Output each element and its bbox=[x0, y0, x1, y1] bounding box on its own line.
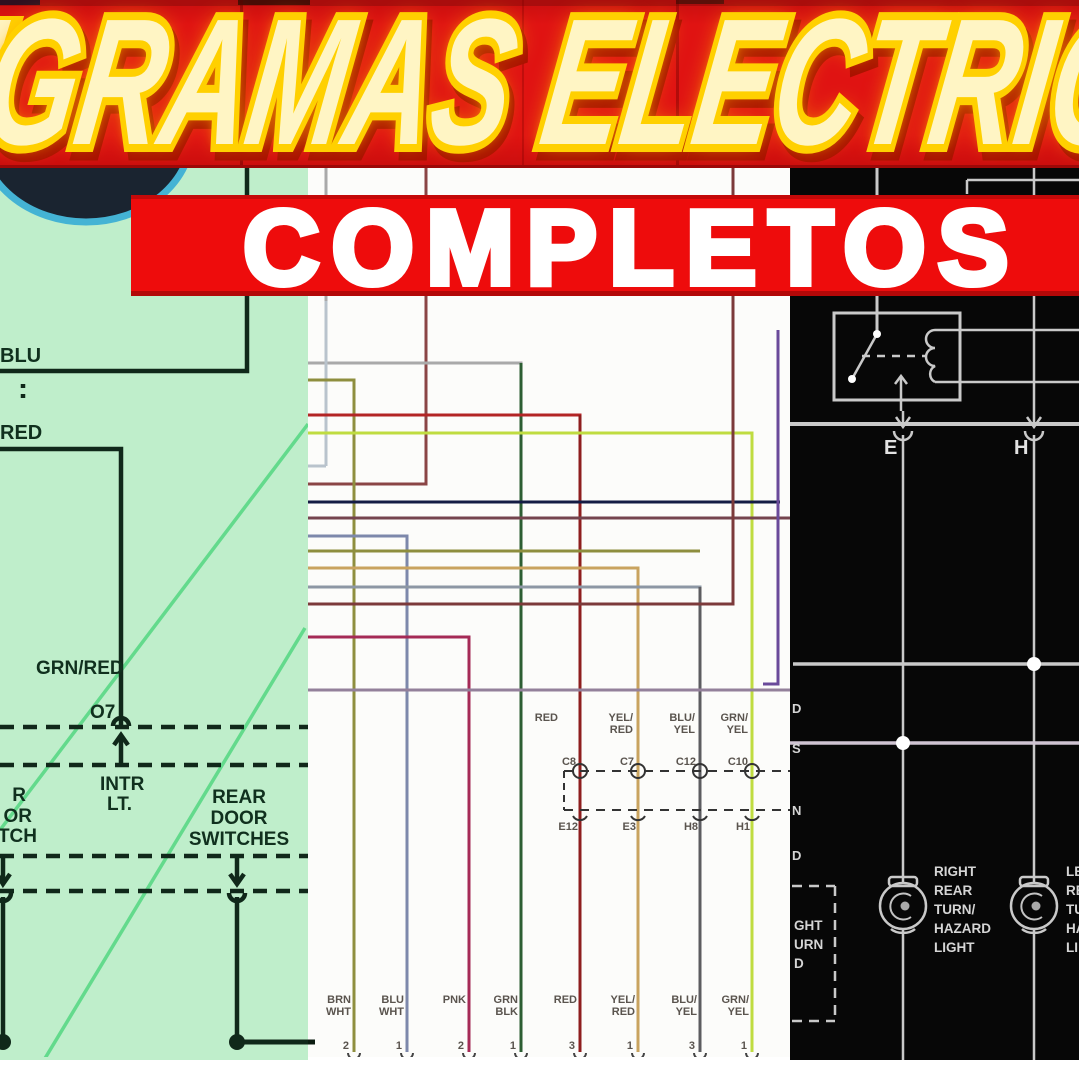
svg-text:BRN: BRN bbox=[327, 994, 351, 1006]
svg-text:N: N bbox=[792, 803, 801, 818]
svg-text:D: D bbox=[792, 848, 801, 863]
svg-text:1: 1 bbox=[510, 1040, 516, 1052]
svg-text:RIGHT: RIGHT bbox=[934, 864, 977, 879]
svg-text:OR: OR bbox=[4, 806, 33, 827]
svg-text:LI: LI bbox=[1066, 940, 1078, 955]
svg-text:H: H bbox=[1014, 437, 1028, 459]
svg-text:R: R bbox=[12, 785, 26, 806]
svg-text:GHT: GHT bbox=[794, 918, 823, 933]
svg-text:E: E bbox=[884, 437, 897, 459]
svg-text:TU: TU bbox=[1066, 902, 1079, 917]
svg-text:D: D bbox=[794, 956, 804, 971]
svg-text:TURN/: TURN/ bbox=[934, 902, 975, 917]
svg-text:RED: RED bbox=[610, 724, 633, 736]
svg-text:H8: H8 bbox=[684, 821, 698, 833]
svg-text:BLU: BLU bbox=[0, 345, 41, 367]
svg-text:RED: RED bbox=[554, 994, 577, 1006]
svg-text:E3: E3 bbox=[623, 821, 636, 833]
svg-text:BLU/: BLU/ bbox=[669, 712, 695, 724]
svg-text:RED: RED bbox=[0, 422, 42, 444]
svg-text:C7: C7 bbox=[620, 756, 634, 768]
svg-text:REAR: REAR bbox=[934, 883, 973, 898]
svg-text:YEL: YEL bbox=[727, 724, 749, 736]
svg-text:GRN/: GRN/ bbox=[722, 994, 750, 1006]
svg-text:URN: URN bbox=[794, 937, 823, 952]
svg-text:1: 1 bbox=[627, 1040, 633, 1052]
svg-text:LIGHT: LIGHT bbox=[934, 940, 975, 955]
svg-text:C12: C12 bbox=[676, 756, 696, 768]
svg-text:RED: RED bbox=[535, 712, 558, 724]
svg-text:YEL/: YEL/ bbox=[609, 712, 633, 724]
svg-text:INTR: INTR bbox=[100, 774, 145, 795]
svg-text:RE: RE bbox=[1066, 883, 1079, 898]
svg-text:GRN/: GRN/ bbox=[721, 712, 749, 724]
svg-text:YEL: YEL bbox=[728, 1006, 750, 1018]
svg-text:O7: O7 bbox=[90, 702, 115, 723]
svg-text:DOOR: DOOR bbox=[211, 808, 268, 829]
svg-text:1: 1 bbox=[396, 1040, 402, 1052]
svg-text:GRN/RED: GRN/RED bbox=[36, 658, 124, 679]
svg-text:C8: C8 bbox=[562, 756, 576, 768]
svg-text:E12: E12 bbox=[558, 821, 578, 833]
svg-text:LE: LE bbox=[1066, 864, 1079, 879]
svg-text:2: 2 bbox=[458, 1040, 464, 1052]
svg-text:WHT: WHT bbox=[379, 1006, 404, 1018]
svg-text:H1: H1 bbox=[736, 821, 750, 833]
svg-text:RED: RED bbox=[612, 1006, 635, 1018]
svg-text:3: 3 bbox=[689, 1040, 695, 1052]
svg-text:YEL/: YEL/ bbox=[611, 994, 635, 1006]
svg-text:2: 2 bbox=[343, 1040, 349, 1052]
svg-text:TCH: TCH bbox=[0, 826, 37, 847]
svg-text:D: D bbox=[792, 701, 801, 716]
svg-text:PNK: PNK bbox=[443, 994, 466, 1006]
svg-text:YEL: YEL bbox=[676, 1006, 698, 1018]
svg-text:GRN: GRN bbox=[494, 994, 519, 1006]
svg-text:BLK: BLK bbox=[495, 1006, 518, 1018]
svg-text:SWITCHES: SWITCHES bbox=[189, 829, 289, 850]
svg-text:REAR: REAR bbox=[212, 787, 266, 808]
svg-text:C10: C10 bbox=[728, 756, 748, 768]
svg-text:1: 1 bbox=[741, 1040, 747, 1052]
svg-text:BLU/: BLU/ bbox=[671, 994, 697, 1006]
svg-text:BLU: BLU bbox=[381, 994, 404, 1006]
svg-text:LT.: LT. bbox=[107, 794, 132, 815]
svg-text:WHT: WHT bbox=[326, 1006, 351, 1018]
svg-text:HA: HA bbox=[1066, 921, 1079, 936]
svg-text:HAZARD: HAZARD bbox=[934, 921, 991, 936]
svg-text:3: 3 bbox=[569, 1040, 575, 1052]
svg-text:S: S bbox=[792, 741, 801, 756]
svg-text:YEL: YEL bbox=[674, 724, 696, 736]
